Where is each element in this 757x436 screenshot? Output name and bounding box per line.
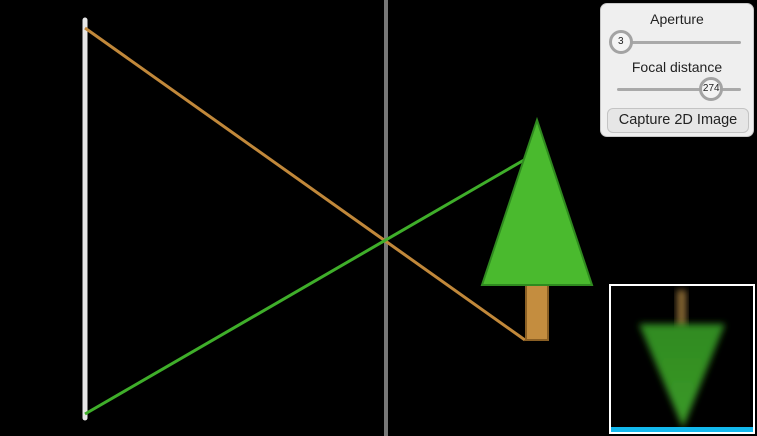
- capture-2d-image-button[interactable]: Capture 2D Image: [607, 108, 749, 133]
- preview-trunk: [677, 290, 686, 330]
- focal-distance-slider-handle[interactable]: 274: [699, 77, 724, 101]
- aperture-slider-handle[interactable]: 3: [608, 30, 633, 54]
- focal-distance-value: 274: [702, 83, 720, 94]
- aperture-label: Aperture: [650, 11, 704, 27]
- blurred-tree-image: [639, 290, 725, 428]
- preview-foliage: [639, 324, 725, 428]
- focal-distance-label: Focal distance: [631, 59, 723, 75]
- aperture-value: 3: [617, 36, 624, 47]
- preview-baseline-bar: [611, 427, 753, 432]
- ray-treetop-to-sensor: [84, 158, 525, 416]
- captured-image-preview: [609, 284, 755, 434]
- focal-distance-slider-track[interactable]: [617, 88, 741, 91]
- tree-foliage[interactable]: [480, 116, 594, 286]
- controls-panel: Aperture 3 Focal distance 274 Capture 2D…: [600, 3, 754, 137]
- aperture-slider-track[interactable]: [617, 41, 741, 44]
- tree-trunk: [525, 283, 549, 341]
- ray-trunk-to-sensor: [84, 26, 526, 342]
